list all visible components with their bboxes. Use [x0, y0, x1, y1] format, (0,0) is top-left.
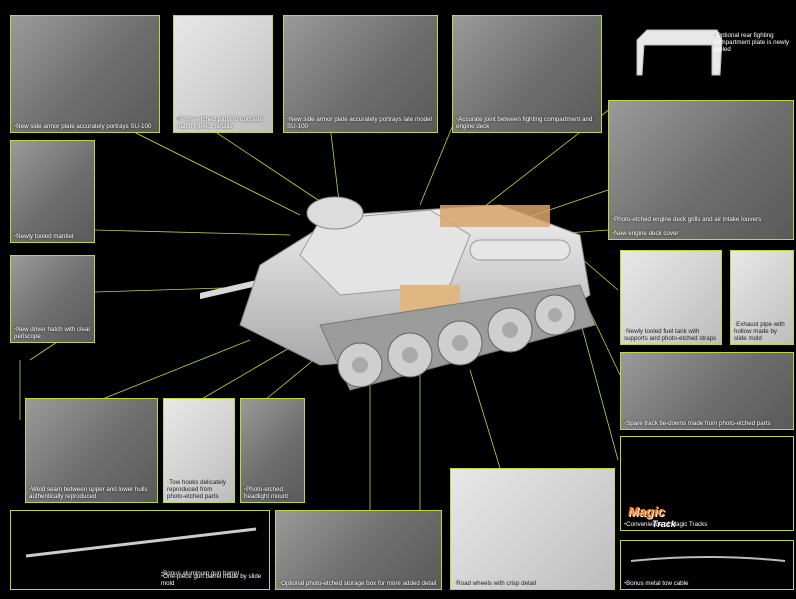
- weld-seam-photo: [26, 399, 157, 502]
- caption-tow-cable: Bonus metal tow cable: [626, 580, 689, 587]
- panel-storage-box: •Optional photo-etched storage box for m…: [275, 510, 442, 590]
- panel-weld-seam: •Weld seam between upper and lower hulls…: [25, 398, 158, 503]
- road-wheels-photo: [451, 469, 614, 589]
- panel-mantlet: •Newly tooled mantlet: [10, 140, 95, 243]
- caption-gun-barrel-1: Bonus aluminum gun barrel: [163, 570, 239, 577]
- su100-model-render: [200, 196, 596, 391]
- panel-engine-grills: •Photo-etched engine deck grills and air…: [608, 100, 794, 240]
- storage-box-photo: [276, 511, 441, 589]
- panel-headlight: •Photo-etched headlight mount: [240, 398, 305, 503]
- side-armor-late-photo: [284, 16, 437, 132]
- caption-track-tiedowns: Spare track tie-downs made from photo-et…: [626, 420, 771, 427]
- joint-photo: [453, 16, 601, 132]
- caption-side-armor-su100: New side armor plate accurately portrays…: [16, 123, 152, 130]
- caption-exhaust: Exhaust pipe with hollow made by slide m…: [734, 321, 785, 342]
- panel-track-tiedowns: •Spare track tie-downs made from photo-e…: [620, 352, 794, 430]
- caption-weld-seam: Weld seam between upper and lower hulls …: [29, 486, 148, 500]
- caption-driver-hatch: New driver hatch with clear periscope: [14, 326, 91, 340]
- caption-hatch: Photo-etched parts to upgrade hatch inte…: [177, 116, 263, 130]
- panel-side-armor-late: •New side armor plate accurately portray…: [283, 15, 438, 133]
- caption-side-armor-late: New side armor plate accurately portrays…: [287, 116, 432, 130]
- tow-hooks-photo: [164, 399, 234, 502]
- gun-barrel-illustration: [25, 527, 257, 558]
- panel-driver-hatch: •New driver hatch with clear periscope: [10, 255, 95, 343]
- caption-engine-grills: Photo-etched engine deck grills and air …: [614, 216, 762, 223]
- panel-road-wheels: •Road wheels with crisp detail: [450, 468, 615, 590]
- panel-exhaust-pipe: •Exhaust pipe with hollow made by slide …: [730, 250, 794, 345]
- panel-fuel-tank: •Newly tooled fuel tank with supports an…: [620, 250, 722, 345]
- side-armor-photo: [11, 16, 159, 132]
- panel-side-armor-su100: •New side armor plate accurately portray…: [10, 15, 160, 133]
- caption-gun-barrel-2: One-piece gun barrel made by slide mold: [161, 573, 262, 587]
- caption-rear-plate: Optional rear fighting compartment plate…: [714, 32, 789, 53]
- headlight-photo: [241, 399, 304, 502]
- hatch-photo: [174, 16, 272, 132]
- caption-storage-box: Optional photo-etched storage box for mo…: [281, 580, 437, 587]
- driver-hatch-photo: [11, 256, 94, 342]
- caption-engine-cover: New engine deck cover: [614, 230, 679, 237]
- caption-joint: Accurate joint between fighting compartm…: [456, 116, 593, 130]
- track-tiedowns-photo: [621, 353, 793, 429]
- panel-joint-engine-deck: •Accurate joint between fighting compart…: [452, 15, 602, 133]
- fuel-tank-photo: [621, 251, 721, 344]
- engine-grills-photo: [609, 101, 793, 239]
- panel-gun-barrel: •Bonus aluminum gun barrel •One-piece gu…: [10, 510, 270, 590]
- rear-plate-illustration: [632, 25, 727, 80]
- caption-fuel-tank: Newly tooled fuel tank with supports and…: [624, 328, 717, 342]
- caption-mantlet: Newly tooled mantlet: [16, 233, 74, 240]
- mantlet-photo: [11, 141, 94, 242]
- tow-cable-illustration: [630, 556, 786, 562]
- caption-magic-tracks: Convenience of Magic Tracks: [626, 521, 708, 528]
- exhaust-photo: [731, 251, 793, 344]
- caption-road-wheels: Road wheels with crisp detail: [456, 580, 536, 587]
- caption-tow-hooks: Tow hooks delicately reproduced from pho…: [167, 479, 226, 500]
- panel-tow-hooks: •Tow hooks delicately reproduced from ph…: [163, 398, 235, 503]
- caption-headlight: Photo-etched headlight mount: [244, 486, 289, 500]
- panel-tow-cable: •Bonus metal tow cable: [620, 540, 794, 590]
- panel-magic-tracks: •Convenience of Magic Tracks: [620, 436, 794, 531]
- panel-hatch: •Photo-etched parts to upgrade hatch int…: [173, 15, 273, 133]
